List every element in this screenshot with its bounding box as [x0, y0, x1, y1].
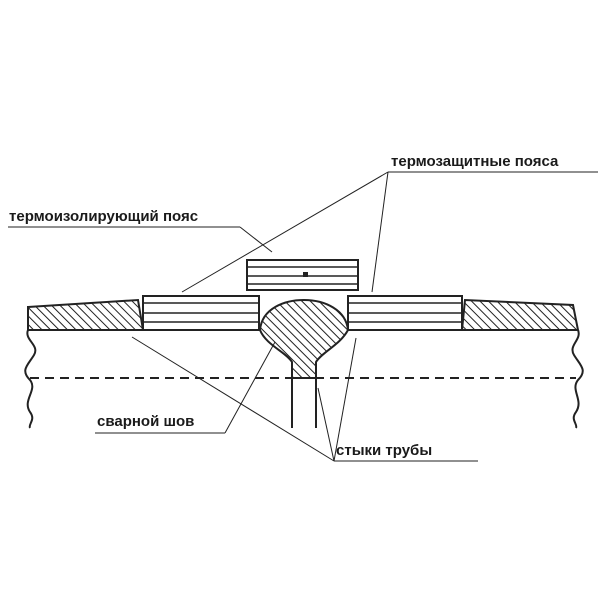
label-weld-seam: сварной шов: [97, 413, 194, 430]
break-line-left: [24, 329, 37, 429]
thermo-protective-belt-right: [347, 295, 463, 331]
coating-right: [460, 298, 580, 331]
thermo-protective-belt-left: [142, 295, 260, 331]
weld-seam-shape: [258, 298, 350, 379]
label-pipe-joints: стыки трубы: [336, 442, 432, 459]
break-line-right: [571, 329, 584, 429]
thermo-insulating-belt: [246, 259, 359, 291]
leader-lines: [8, 171, 598, 462]
belt-marker: [303, 272, 308, 277]
pipe-joint-gap: [291, 378, 317, 428]
label-thermo-protective-belts: термозащитные пояса: [391, 153, 559, 170]
coating-left: [27, 298, 145, 331]
label-thermo-insulating-belt: термоизолирующий пояс: [9, 208, 198, 225]
